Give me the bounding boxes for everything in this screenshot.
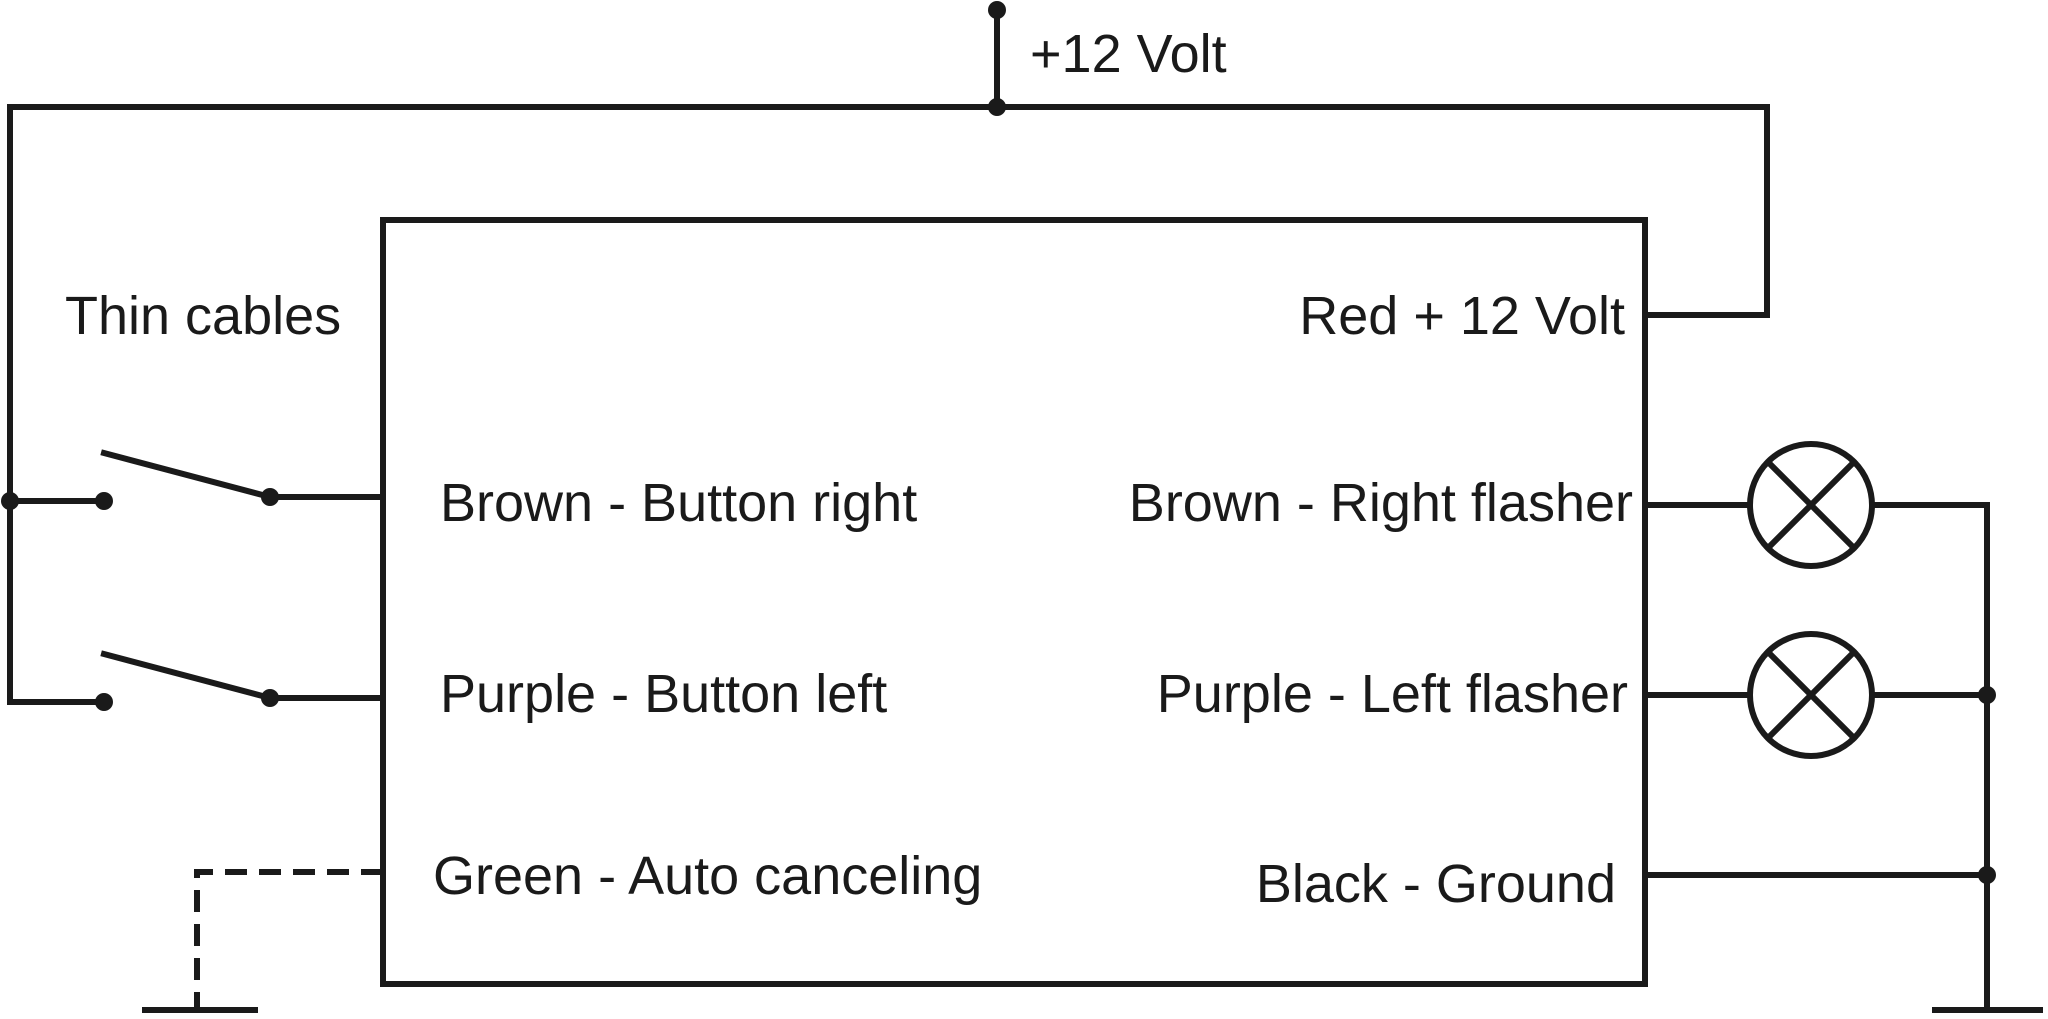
output-label-black-ground: Black - Ground bbox=[1256, 854, 1616, 914]
thin-cables-label: Thin cables bbox=[65, 286, 341, 346]
input-label-purple-button-left: Purple - Button left bbox=[440, 664, 887, 724]
junction-dot-icon bbox=[1978, 866, 1996, 884]
junction-dot-icon bbox=[1978, 686, 1996, 704]
right-flasher-circuit bbox=[1642, 441, 1990, 1011]
spst-switch-icon bbox=[95, 650, 279, 711]
supply-bus bbox=[7, 1, 1770, 504]
switch-button-left bbox=[95, 650, 386, 711]
spst-switch-icon bbox=[95, 449, 279, 510]
lamp-icon bbox=[1747, 441, 1875, 569]
switch-button-right bbox=[95, 449, 386, 510]
input-label-brown-button-right: Brown - Button right bbox=[440, 473, 917, 533]
output-label-purple-left-flasher: Purple - Left flasher bbox=[1157, 664, 1628, 724]
output-label-brown-right-flasher: Brown - Right flasher bbox=[1129, 473, 1633, 533]
lamp-icon bbox=[1747, 631, 1875, 759]
supply-voltage-label: +12 Volt bbox=[1030, 24, 1227, 84]
output-label-red-12-volt: Red + 12 Volt bbox=[1299, 286, 1625, 346]
control-module-box bbox=[380, 217, 1648, 987]
ground-wire bbox=[1642, 866, 2043, 1013]
supply-terminal-dot bbox=[988, 1, 1006, 19]
input-label-green-auto-canceling: Green - Auto canceling bbox=[433, 846, 982, 906]
auto-cancel-wire bbox=[142, 869, 383, 1013]
left-flasher-circuit bbox=[1642, 631, 1996, 759]
junction-dot-icon bbox=[1, 492, 19, 510]
left-switch-bus bbox=[1, 492, 107, 705]
